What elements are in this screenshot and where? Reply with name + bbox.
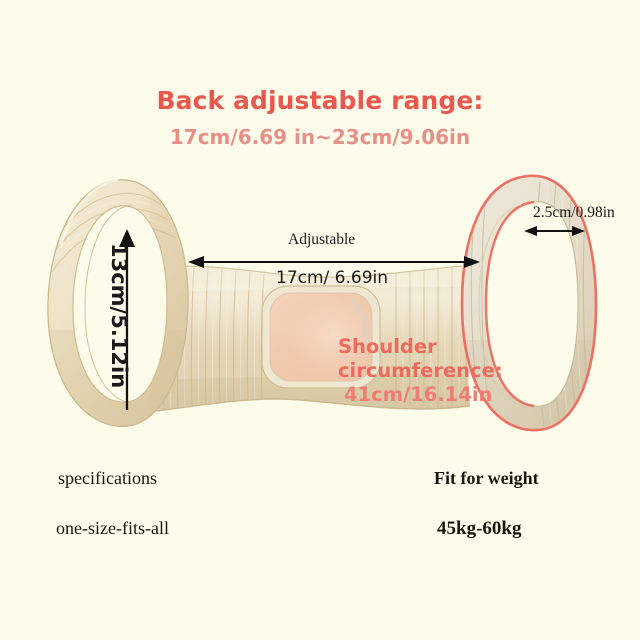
spec-value-weight-range: 45kg-60kg (437, 518, 522, 539)
arrow-loop-height-vertical (119, 229, 135, 410)
label-shoulder-circumference: Shoulder circumference: 41cm/16.14in (338, 335, 503, 408)
spec-heading-fit-for-weight: Fit for weight (434, 468, 539, 488)
label-adjustable: Adjustable (288, 231, 356, 248)
shoulder-line-2: circumference: (338, 359, 503, 383)
label-strap-width: 2.5cm/0.98in (533, 204, 615, 221)
left-shoulder-loop (47, 178, 189, 428)
measurement-arrows (119, 226, 585, 410)
arrow-adjustable-horizontal (188, 256, 480, 268)
shoulder-line-1: Shoulder (338, 335, 437, 358)
accent-outline (460, 174, 598, 432)
label-loop-height: 13cm/5.12in (107, 243, 131, 389)
label-adjustable-value: 17cm/ 6.69in (276, 268, 389, 288)
center-support-pad (261, 285, 381, 389)
arrow-strap-width (524, 226, 585, 236)
shoulder-value: 41cm/16.14in (344, 383, 493, 407)
spec-value-size: one-size-fits-all (56, 518, 169, 538)
page-title: Back adjustable range: (156, 86, 484, 115)
spec-heading-specifications: specifications (58, 468, 157, 488)
page-subtitle: 17cm/6.69 in~23cm/9.06in (169, 125, 471, 149)
